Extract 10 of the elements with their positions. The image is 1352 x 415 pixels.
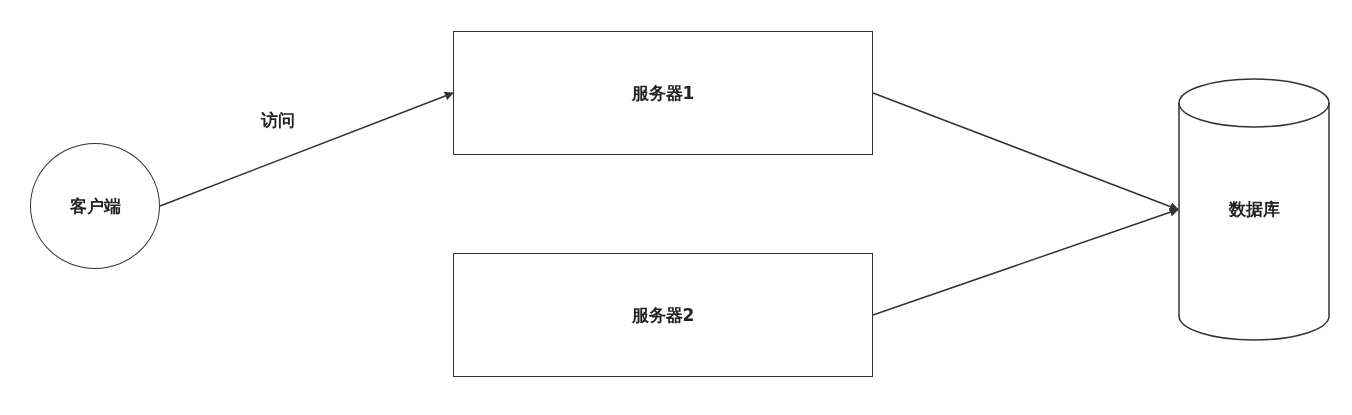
node-label: 数据库 bbox=[1228, 198, 1280, 221]
server-box bbox=[453, 253, 873, 377]
arrow bbox=[159, 91, 454, 207]
arrow bbox=[872, 92, 1179, 211]
node-label: 客户端 bbox=[69, 194, 121, 218]
edge-label: 访问 bbox=[260, 108, 295, 131]
node-label: 服务器1 bbox=[631, 81, 695, 105]
server-box bbox=[453, 31, 873, 155]
arrow bbox=[872, 207, 1179, 316]
node-label: 服务器2 bbox=[631, 303, 695, 327]
